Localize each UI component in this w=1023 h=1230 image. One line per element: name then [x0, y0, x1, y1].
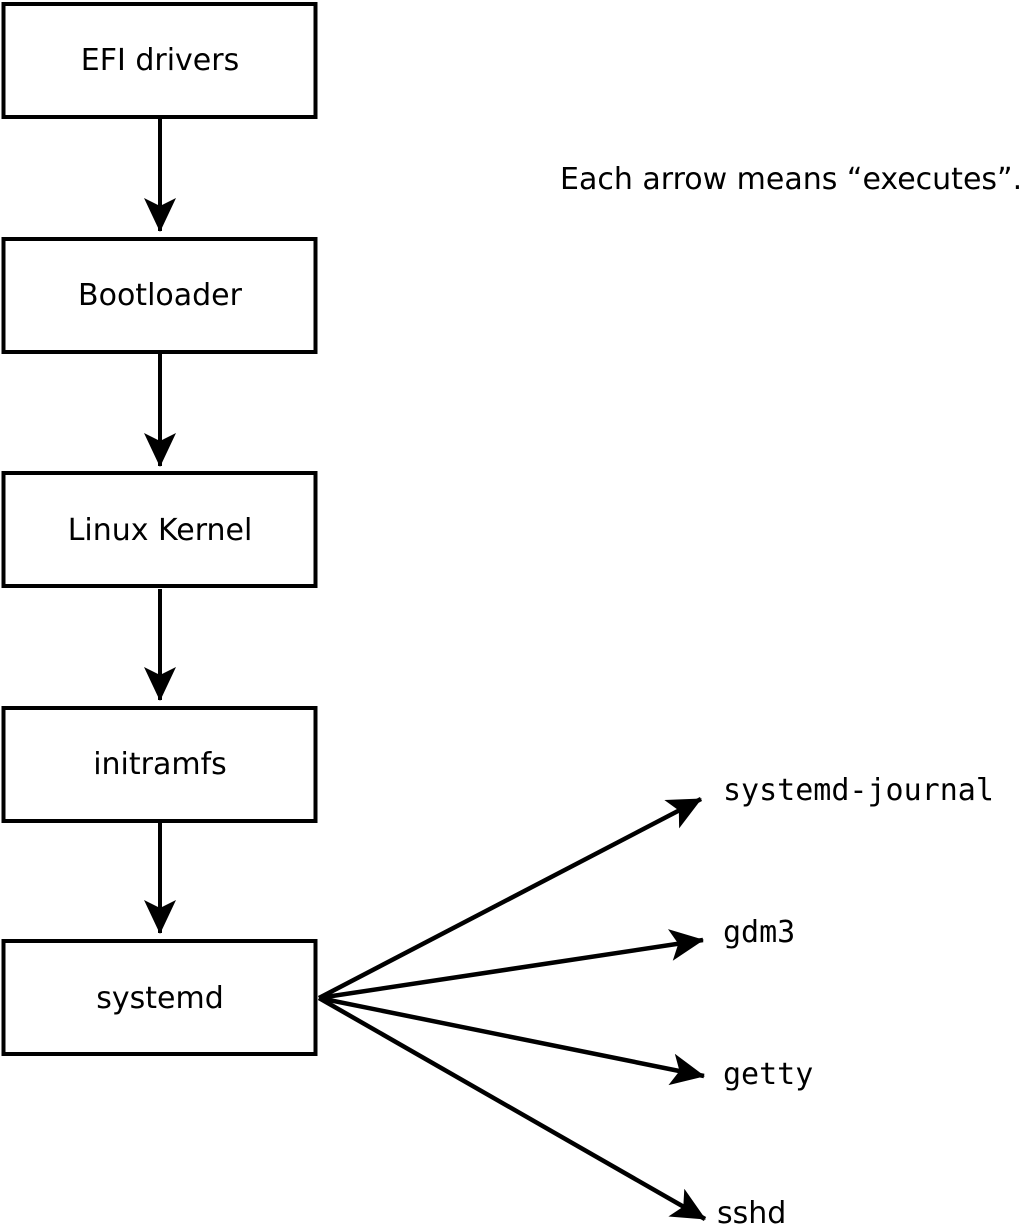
box-bootloader — [1, 237, 318, 354]
node-systemd: systemd — [1, 939, 318, 1056]
node-bootloader: Bootloader — [1, 237, 318, 354]
label-systemd-journal: systemd-journal — [723, 773, 994, 808]
label-efi-drivers: EFI drivers — [81, 43, 239, 78]
node-linux-kernel: Linux Kernel — [1, 471, 318, 588]
systemd-fan-arrows — [317, 797, 707, 1221]
node-efi-drivers: EFI drivers — [1, 2, 318, 119]
label-gdm3: gdm3 — [723, 915, 795, 950]
node-initramfs: initramfs — [1, 706, 318, 823]
label-systemd: systemd — [96, 981, 224, 1016]
box-linux-kernel — [1, 471, 318, 588]
label-linux-kernel: Linux Kernel — [68, 513, 253, 548]
caption: Each arrow means “executes”. — [560, 162, 1022, 197]
box-systemd — [1, 939, 318, 1056]
spawned-service-labels: systemd-journal gdm3 getty sshd — [717, 773, 994, 1230]
label-sshd: sshd — [717, 1196, 786, 1230]
label-getty: getty — [723, 1057, 813, 1092]
executes-arrow-systemd-to-gdm3 — [318, 929, 704, 1001]
label-bootloader: Bootloader — [78, 278, 243, 313]
executes-arrow-systemd-to-systemd-journal — [317, 797, 703, 1000]
label-initramfs: initramfs — [93, 747, 227, 782]
box-efi-drivers — [1, 2, 318, 119]
executes-arrow-systemd-to-sshd — [317, 996, 707, 1221]
executes-arrow-systemd-to-getty — [318, 995, 705, 1086]
box-initramfs — [1, 706, 318, 823]
